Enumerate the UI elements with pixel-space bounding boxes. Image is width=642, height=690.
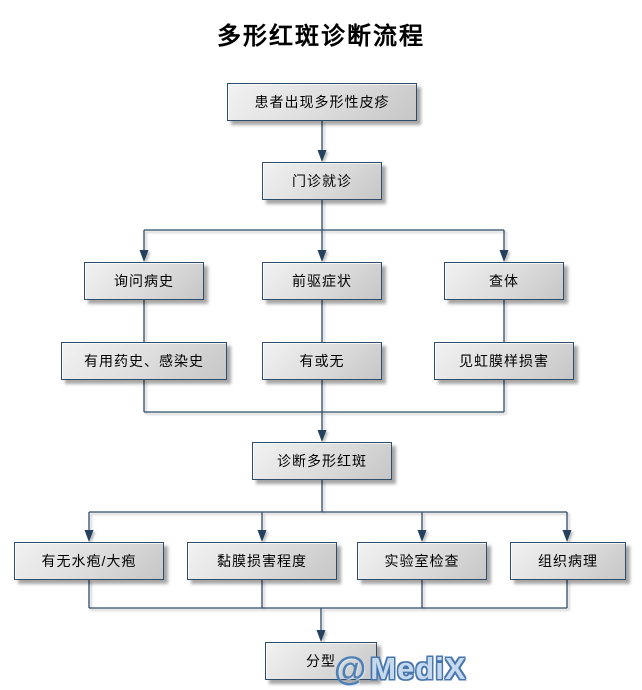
watermark-text: MediX [370, 651, 467, 686]
watermark: @ MediX [334, 652, 466, 685]
flow-node-lab-tests: 实验室检查 [357, 542, 487, 580]
flow-node-present-or-absent: 有或无 [262, 342, 382, 380]
flow-node-prodrome: 前驱症状 [262, 262, 382, 300]
flow-node-iris-lesion: 见虹膜样损害 [434, 342, 574, 380]
flow-node-histopathology: 组织病理 [510, 542, 626, 580]
arrowheads [84, 150, 572, 642]
flow-node-typing: 分型 [265, 642, 377, 680]
flow-node-physical-exam: 查体 [444, 262, 564, 300]
flow-node-blisters: 有无水疱/大疱 [14, 542, 164, 580]
flow-node-mucosa-damage: 黏膜损害程度 [187, 542, 337, 580]
flow-node-ask-history: 询问病史 [84, 262, 204, 300]
flow-node-rash: 患者出现多形性皮疹 [227, 83, 417, 121]
page-title: 多形红斑诊断流程 [217, 23, 425, 50]
connector-lines [88, 121, 568, 631]
flow-node-outpatient: 门诊就诊 [262, 162, 382, 200]
flow-node-diagnosis: 诊断多形红斑 [252, 442, 392, 480]
watermark-at-icon: @ [334, 650, 367, 687]
flow-node-drug-infection-history: 有用药史、感染史 [61, 342, 227, 380]
